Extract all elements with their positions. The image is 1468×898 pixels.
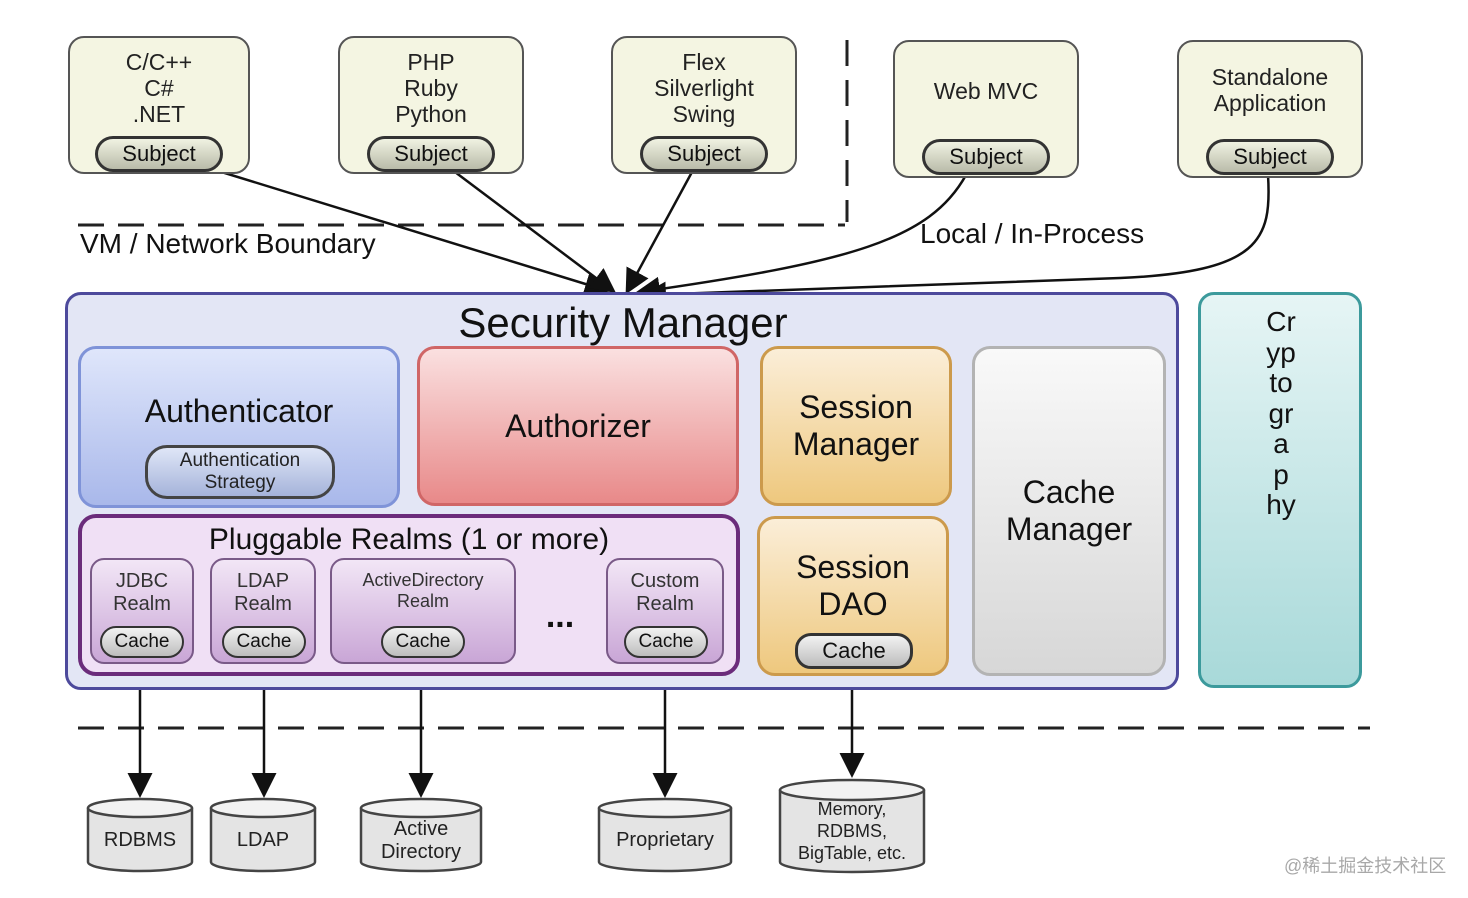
realm-title: Custom Realm xyxy=(630,570,700,615)
authorizer-title: Authorizer xyxy=(505,407,651,444)
client-platform-label: Standalone Application xyxy=(1211,64,1329,116)
session-dao-cache-badge: Cache xyxy=(795,633,913,669)
arrow-client-3 xyxy=(625,171,694,295)
realm-title: JDBC Realm xyxy=(113,570,171,615)
local-process-label: Local / In-Process xyxy=(920,218,1145,249)
arrow-client-1 xyxy=(214,168,610,297)
datastore-proprietary-label: Proprietary xyxy=(616,828,714,851)
subject-badge: Subject xyxy=(640,136,768,172)
arrow-client-4 xyxy=(635,174,968,302)
security-manager-title: Security Manager xyxy=(458,299,788,346)
client-box-webmvc: Web MVC Subject xyxy=(893,40,1079,178)
cache-manager-title: Cache Manager xyxy=(1005,474,1133,547)
datastore-activedirectory-label: Active Directory xyxy=(380,818,461,863)
session-dao-title: Session DAO xyxy=(796,549,910,622)
cylinder-rdbms xyxy=(86,797,194,873)
client-platform-label: Web MVC xyxy=(933,78,1039,104)
watermark: @稀土掘金技术社区 xyxy=(1284,856,1447,876)
client-platform-label: PHP Ruby Python xyxy=(395,49,467,127)
authentication-strategy-badge: Authentication Strategy xyxy=(145,445,335,499)
client-platform-label: C/C++ C# .NET xyxy=(125,49,193,127)
realm-title: LDAP Realm xyxy=(234,570,292,615)
cryptography-label: Cryptography xyxy=(1266,306,1296,520)
realm-cache-badge: Cache xyxy=(624,626,708,658)
client-box-standalone: Standalone Application Subject xyxy=(1177,40,1363,178)
client-platform-label: Flex Silverlight Swing xyxy=(654,49,754,127)
datastore-memory-label: Memory, RDBMS, BigTable, etc. xyxy=(797,799,907,863)
datastore-rdbms-label: RDBMS xyxy=(103,828,177,851)
authentication-strategy-label: Authentication Strategy xyxy=(179,450,301,493)
arrow-client-2 xyxy=(454,171,616,294)
authorizer-box: Authorizer xyxy=(417,346,739,506)
subject-badge: Subject xyxy=(95,136,223,172)
cylinder-proprietary xyxy=(597,797,733,873)
authenticator-title: Authenticator xyxy=(144,392,334,429)
session-dao-box: Session DAO Cache xyxy=(757,516,949,676)
session-manager-box: Session Manager xyxy=(760,346,952,506)
network-boundary-label: VM / Network Boundary xyxy=(80,228,376,259)
subject-badge: Subject xyxy=(922,139,1050,175)
cylinder-memory xyxy=(778,778,926,874)
subject-badge: Subject xyxy=(367,136,495,172)
realm-custom: Custom Realm Cache xyxy=(606,558,724,664)
realm-activedirectory: ActiveDirectory Realm Cache xyxy=(330,558,516,664)
realm-jdbc: JDBC Realm Cache xyxy=(90,558,194,664)
realm-cache-badge: Cache xyxy=(381,626,465,658)
subject-badge: Subject xyxy=(1206,139,1334,175)
client-box-cpp: C/C++ C# .NET Subject xyxy=(68,36,250,174)
realm-ldap: LDAP Realm Cache xyxy=(210,558,316,664)
cache-manager-box: Cache Manager xyxy=(972,346,1166,676)
realm-cache-badge: Cache xyxy=(222,626,306,658)
client-box-flex: Flex Silverlight Swing Subject xyxy=(611,36,797,174)
cylinder-ldap xyxy=(209,797,317,873)
pluggable-realms-title: Pluggable Realms (1 or more) xyxy=(208,523,610,556)
client-box-php: PHP Ruby Python Subject xyxy=(338,36,524,174)
cryptography-box: Cryptography xyxy=(1198,292,1362,688)
authenticator-box: Authenticator Authentication Strategy xyxy=(78,346,400,508)
datastore-ldap-label: LDAP xyxy=(236,828,290,851)
realm-cache-badge: Cache xyxy=(100,626,184,658)
session-manager-title: Session Manager xyxy=(792,389,920,462)
realms-ellipsis: ... xyxy=(545,596,575,635)
cylinder-activedirectory xyxy=(359,797,483,873)
arrow-client-5 xyxy=(641,174,1270,307)
realm-title: ActiveDirectory Realm xyxy=(362,570,484,611)
